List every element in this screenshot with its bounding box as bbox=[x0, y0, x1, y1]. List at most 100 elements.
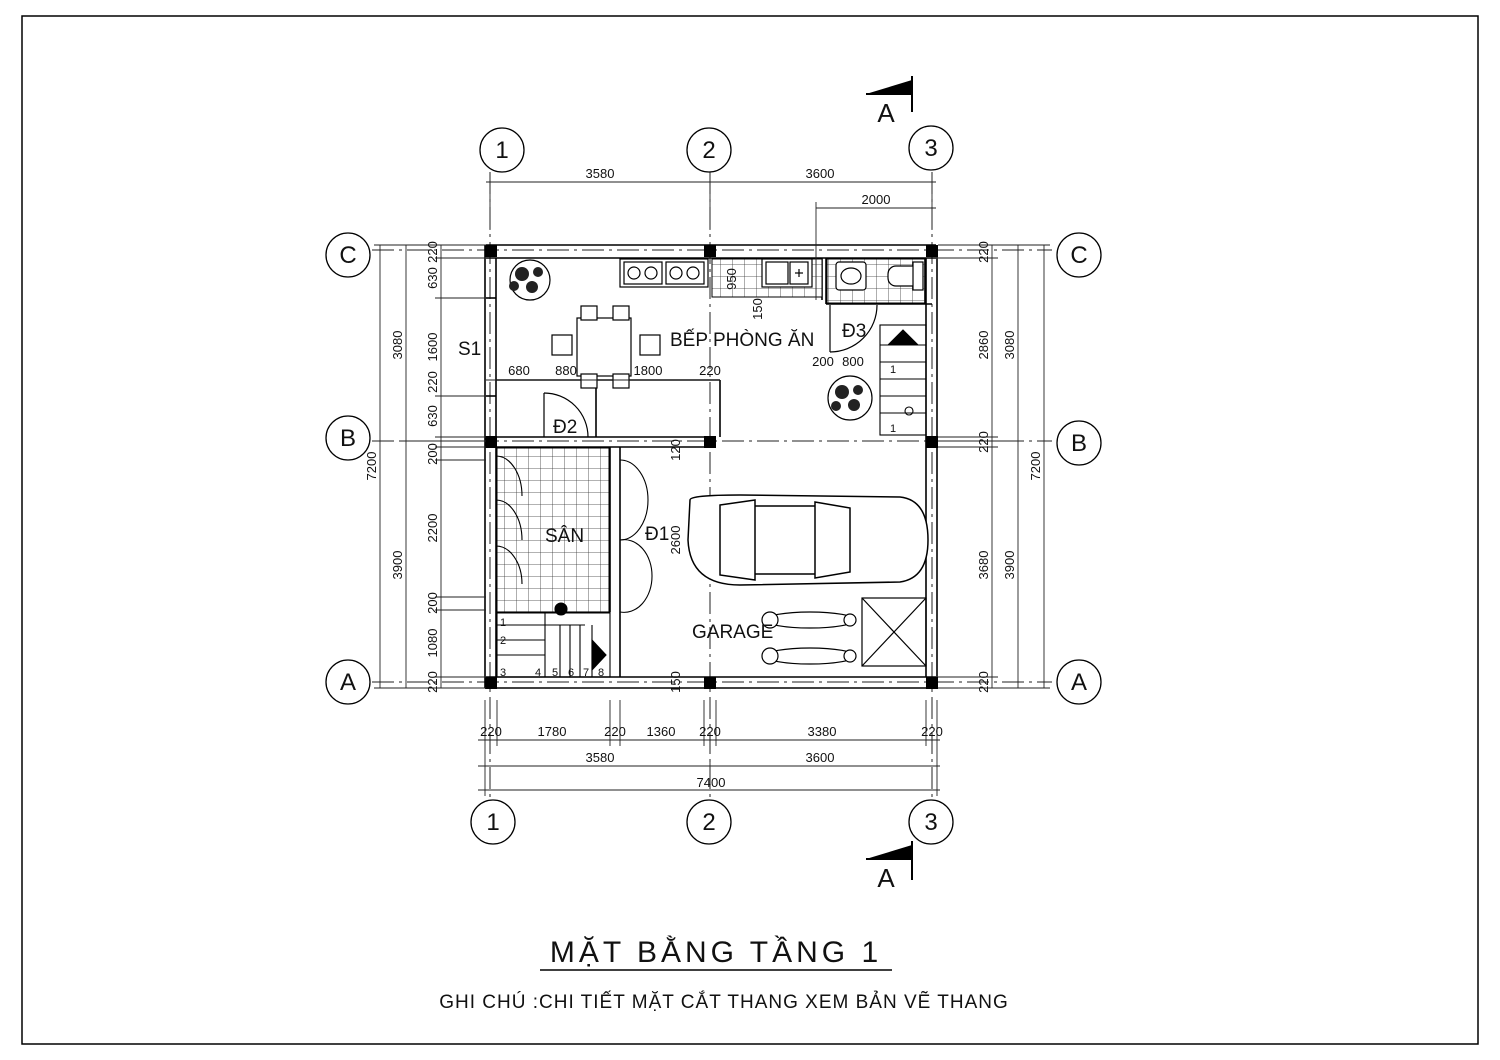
car bbox=[687, 494, 929, 586]
svg-text:C: C bbox=[339, 242, 356, 269]
dim-int-880: 880 bbox=[555, 363, 577, 378]
upper-stair-labels: 1 1 bbox=[890, 364, 896, 435]
grid-bubble-col-3-top: 3 bbox=[908, 125, 954, 171]
dim-int-1800: 1800 bbox=[634, 363, 663, 378]
dim-left-1: 220 bbox=[425, 241, 440, 263]
grid-bubble-row-b-right: B bbox=[1056, 420, 1102, 466]
dim-right-4: 3680 bbox=[976, 551, 991, 580]
svg-text:3: 3 bbox=[500, 667, 506, 679]
motorbike-2 bbox=[761, 647, 857, 665]
svg-text:6: 6 bbox=[568, 667, 574, 679]
grid-bubble-row-b-left: B bbox=[325, 415, 371, 461]
window-label-s1: S1 bbox=[458, 339, 481, 360]
svg-text:1: 1 bbox=[495, 137, 508, 164]
svg-text:1: 1 bbox=[486, 809, 499, 836]
grid-bubble-row-c-left: C bbox=[325, 232, 371, 278]
door-d2 bbox=[543, 392, 589, 438]
svg-text:A: A bbox=[1071, 669, 1087, 696]
svg-text:A: A bbox=[340, 669, 356, 696]
dim-int-680: 680 bbox=[508, 363, 530, 378]
grid-bubble-row-a-right: A bbox=[1056, 659, 1102, 705]
grid-bubble-col-1-top: 1 bbox=[479, 127, 525, 173]
room-label-kitchen: BẾP PHÒNG ĂN bbox=[670, 329, 814, 351]
dim-right-2: 2860 bbox=[976, 331, 991, 360]
svg-text:B: B bbox=[340, 425, 356, 452]
dim-left-8: 200 bbox=[425, 592, 440, 614]
dim-right-3: 220 bbox=[976, 431, 991, 453]
dim-bottom-4: 1360 bbox=[647, 724, 676, 739]
drawing-note: GHI CHÚ :CHI TIẾT MẶT CẮT THANG XEM BẢN … bbox=[439, 991, 1009, 1013]
dim-left-10: 220 bbox=[425, 671, 440, 693]
room-label-courtyard: SÂN bbox=[545, 525, 584, 547]
svg-text:B: B bbox=[1071, 430, 1087, 457]
wc-fixtures bbox=[835, 261, 924, 291]
svg-text:8: 8 bbox=[598, 667, 604, 679]
dim-right-bay-2: 3900 bbox=[1002, 551, 1017, 580]
svg-text:3: 3 bbox=[924, 809, 937, 836]
lower-stair bbox=[496, 602, 611, 678]
dim-int-950: 950 bbox=[724, 268, 739, 290]
dim-top-bay-1: 3580 bbox=[586, 166, 615, 181]
dim-bottom-1: 220 bbox=[480, 724, 502, 739]
kitchen-counter bbox=[619, 258, 813, 288]
dim-bottom-7: 220 bbox=[921, 724, 943, 739]
dim-right-5: 220 bbox=[976, 671, 991, 693]
door-label-d1: Đ1 bbox=[645, 524, 669, 545]
grid-bubble-row-a-left: A bbox=[325, 659, 371, 705]
grid-bubble-row-c-right: C bbox=[1056, 232, 1102, 278]
grid-bubble-col-3-bottom: 3 bbox=[908, 799, 954, 845]
dim-int-150-wc: 150 bbox=[750, 298, 765, 320]
dim-left-5: 630 bbox=[425, 405, 440, 427]
section-marker-top: A bbox=[866, 76, 913, 128]
dim-int-220: 220 bbox=[699, 363, 721, 378]
dim-bottom-total: 7400 bbox=[697, 775, 726, 790]
door-d3 bbox=[829, 304, 878, 353]
dim-left-7: 2200 bbox=[425, 514, 440, 543]
svg-text:2: 2 bbox=[702, 809, 715, 836]
dim-left-9: 1080 bbox=[425, 629, 440, 658]
dim-int-200: 200 bbox=[812, 354, 834, 369]
motorbike-1 bbox=[761, 611, 857, 629]
dimension-lines bbox=[374, 176, 1050, 796]
garage-void bbox=[861, 597, 927, 667]
drawing-title: MẶT BẰNG TẦNG 1 bbox=[550, 935, 882, 969]
dining-table bbox=[551, 305, 661, 389]
dim-int-120: 120 bbox=[668, 439, 683, 461]
grid-bubble-col-2-bottom: 2 bbox=[686, 799, 732, 845]
dim-right-1: 220 bbox=[976, 241, 991, 263]
dim-bottom-2: 1780 bbox=[538, 724, 567, 739]
dim-left-2: 630 bbox=[425, 267, 440, 289]
dim-bottom-3: 220 bbox=[604, 724, 626, 739]
dim-bottom-6: 3380 bbox=[808, 724, 837, 739]
door-d1-folding bbox=[619, 459, 653, 613]
room-label-garage: GARAGE bbox=[692, 622, 773, 643]
dim-int-800: 800 bbox=[842, 354, 864, 369]
svg-text:5: 5 bbox=[552, 667, 558, 679]
svg-text:A: A bbox=[877, 98, 895, 128]
dim-right-bay-1: 3080 bbox=[1002, 331, 1017, 360]
dim-right-total: 7200 bbox=[1028, 452, 1043, 481]
plant-stair-hall bbox=[827, 375, 873, 421]
svg-text:1: 1 bbox=[890, 423, 896, 435]
grid-bubble-col-1-bottom: 1 bbox=[470, 799, 516, 845]
dim-left-total: 7200 bbox=[364, 452, 379, 481]
dim-bottom-bay-2: 3600 bbox=[806, 750, 835, 765]
dim-left-6: 200 bbox=[425, 443, 440, 465]
plant-kitchen bbox=[509, 259, 551, 301]
door-label-d2: Đ2 bbox=[553, 417, 577, 438]
door-label-d3: Đ3 bbox=[842, 321, 866, 342]
svg-text:4: 4 bbox=[535, 667, 541, 679]
svg-text:A: A bbox=[877, 863, 895, 893]
dim-top-bay-2: 3600 bbox=[806, 166, 835, 181]
dim-int-150-garage: 150 bbox=[668, 671, 683, 693]
grid-bubble-col-2-top: 2 bbox=[686, 127, 732, 173]
svg-text:1: 1 bbox=[500, 617, 506, 629]
door-courtyard-folding bbox=[495, 455, 523, 585]
svg-text:2: 2 bbox=[702, 137, 715, 164]
svg-text:C: C bbox=[1070, 242, 1087, 269]
svg-text:1: 1 bbox=[890, 364, 896, 376]
section-marker-bottom: A bbox=[866, 841, 913, 893]
svg-text:2: 2 bbox=[500, 635, 506, 647]
svg-text:7: 7 bbox=[583, 667, 589, 679]
